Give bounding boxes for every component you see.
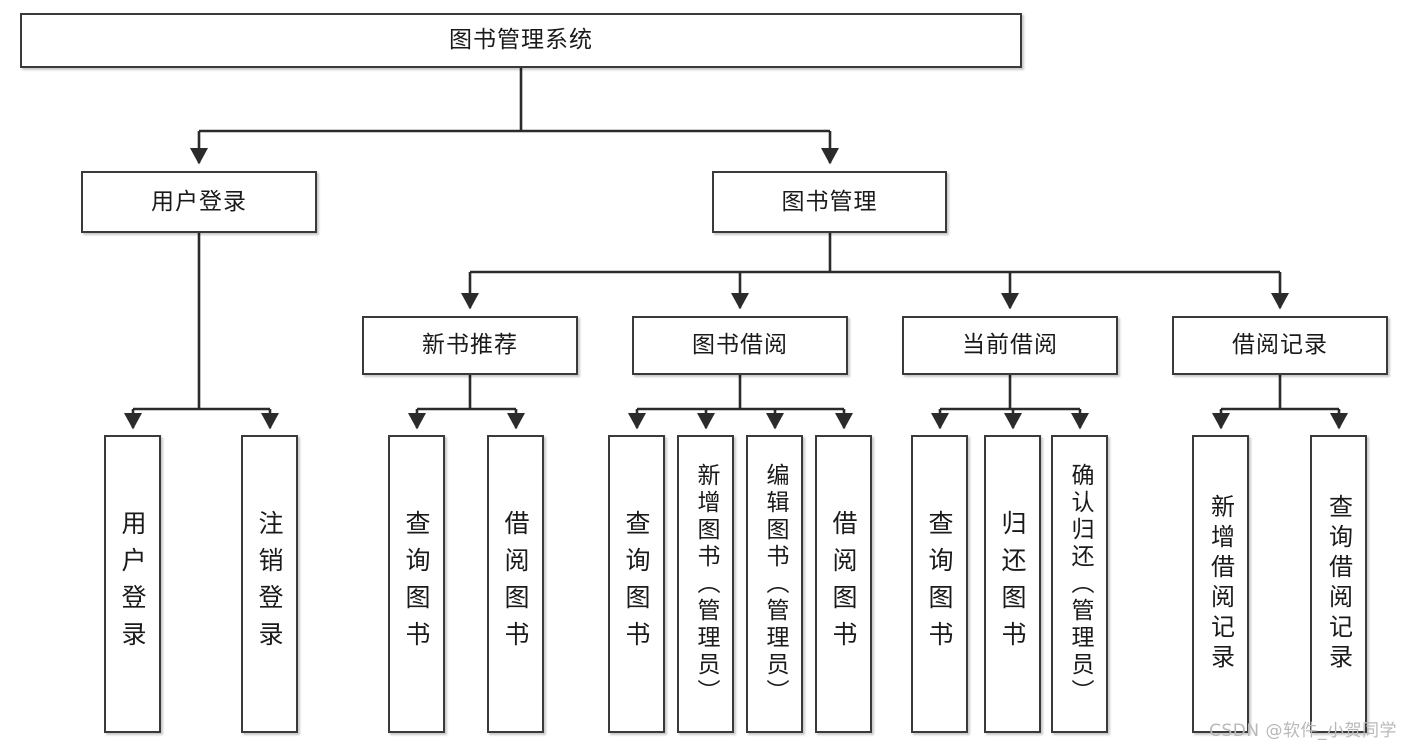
node-user-login[interactable]: 用户登录 <box>81 171 317 233</box>
node-root-label: 图书管理系统 <box>449 27 593 53</box>
node-current-borrow-label: 当前借阅 <box>962 332 1058 358</box>
node-new-book-recommend[interactable]: 新书推荐 <box>362 316 578 375</box>
leaf-confirm-return-admin-label: 确认归还（管理员） <box>1067 462 1093 706</box>
node-user-login-label: 用户登录 <box>151 188 247 215</box>
leaf-borrow-book-2[interactable]: 借阅图书 <box>815 435 872 733</box>
leaf-add-borrow-record[interactable]: 新增借阅记录 <box>1192 435 1249 733</box>
leaf-borrow-book-2-label: 借阅图书 <box>829 510 858 658</box>
leaf-user-login-label: 用户登录 <box>118 510 147 658</box>
leaf-query-borrow-record[interactable]: 查询借阅记录 <box>1310 435 1367 733</box>
leaf-add-book-admin-label: 新增图书（管理员） <box>693 462 719 706</box>
node-book-borrow-label: 图书借阅 <box>692 332 788 358</box>
leaf-edit-book-admin[interactable]: 编辑图书（管理员） <box>746 435 803 733</box>
leaf-return-book[interactable]: 归还图书 <box>984 435 1041 733</box>
node-current-borrow[interactable]: 当前借阅 <box>902 316 1118 375</box>
leaf-query-book-2-label: 查询图书 <box>622 510 651 658</box>
leaf-query-book-2[interactable]: 查询图书 <box>608 435 665 733</box>
leaf-add-book-admin[interactable]: 新增图书（管理员） <box>677 435 734 733</box>
leaf-query-book-3-label: 查询图书 <box>925 510 954 658</box>
node-borrow-record[interactable]: 借阅记录 <box>1172 316 1388 375</box>
leaf-return-book-label: 归还图书 <box>998 510 1027 658</box>
node-borrow-record-label: 借阅记录 <box>1232 332 1328 358</box>
node-book-manage[interactable]: 图书管理 <box>712 171 947 233</box>
leaf-logout-login-label: 注销登录 <box>255 510 284 658</box>
leaf-query-borrow-record-label: 查询借阅记录 <box>1324 494 1353 674</box>
leaf-query-book-1-label: 查询图书 <box>402 510 431 658</box>
leaf-query-book-3[interactable]: 查询图书 <box>911 435 968 733</box>
leaf-edit-book-admin-label: 编辑图书（管理员） <box>762 462 788 706</box>
leaf-user-login[interactable]: 用户登录 <box>104 435 161 733</box>
node-root[interactable]: 图书管理系统 <box>20 13 1022 68</box>
node-book-borrow[interactable]: 图书借阅 <box>632 316 848 375</box>
node-book-manage-label: 图书管理 <box>781 188 878 215</box>
leaf-borrow-book-1[interactable]: 借阅图书 <box>487 435 544 733</box>
leaf-confirm-return-admin[interactable]: 确认归还（管理员） <box>1051 435 1108 733</box>
node-new-book-recommend-label: 新书推荐 <box>422 332 518 358</box>
leaf-query-book-1[interactable]: 查询图书 <box>388 435 445 733</box>
leaf-add-borrow-record-label: 新增借阅记录 <box>1206 494 1235 674</box>
leaf-logout-login[interactable]: 注销登录 <box>241 435 298 733</box>
leaf-borrow-book-1-label: 借阅图书 <box>501 510 530 658</box>
